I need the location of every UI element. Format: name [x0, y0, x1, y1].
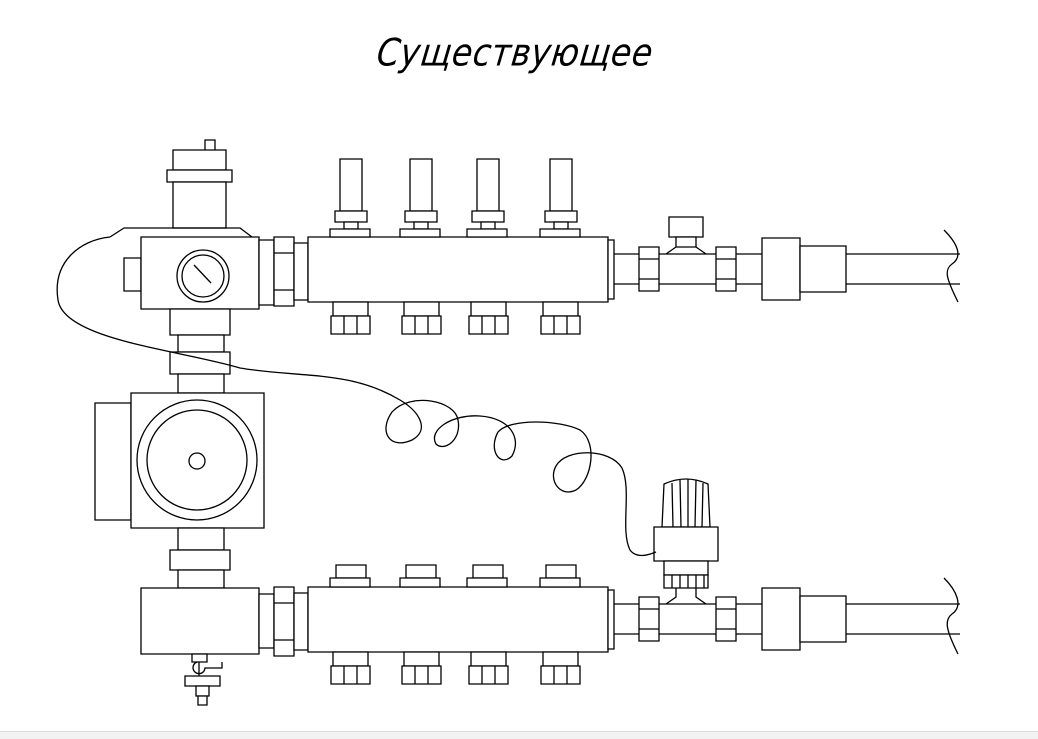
air-vent [110, 140, 252, 237]
supply-pipeline [614, 230, 960, 302]
outlet-fitting [402, 302, 441, 334]
return-pipeline [614, 578, 960, 654]
outlet-fitting [469, 652, 508, 684]
outlet-fitting [331, 302, 370, 334]
supply-union [274, 237, 308, 306]
return-block [141, 588, 274, 654]
drain-valve [185, 654, 222, 705]
outlet-fitting [331, 652, 370, 684]
outlet-fitting [469, 302, 508, 334]
outlet-fitting [541, 652, 580, 684]
supply-end-cap [608, 240, 614, 299]
flow-meter [400, 159, 440, 237]
capillary-tube [57, 237, 656, 556]
valve-cap [540, 565, 580, 587]
thermometer-gauge [177, 250, 229, 302]
status-strip [0, 731, 1038, 739]
lower-pump-coupling [170, 528, 230, 588]
outlet-fitting [402, 652, 441, 684]
return-end-cap [608, 590, 614, 649]
valve-cap [330, 565, 370, 587]
circulation-pump [95, 393, 264, 528]
supply-manifold-bar [308, 237, 608, 302]
flow-meter [330, 159, 370, 237]
outlet-fitting [541, 302, 580, 334]
return-manifold-bar [308, 587, 608, 652]
valve-cap [400, 565, 440, 587]
return-union [274, 587, 308, 656]
flow-meter [467, 159, 507, 237]
flow-meter [540, 159, 580, 237]
air-vent-tee [666, 217, 706, 254]
valve-cap [467, 565, 507, 587]
thermostatic-head [654, 479, 718, 604]
upper-pump-coupling [170, 335, 230, 393]
